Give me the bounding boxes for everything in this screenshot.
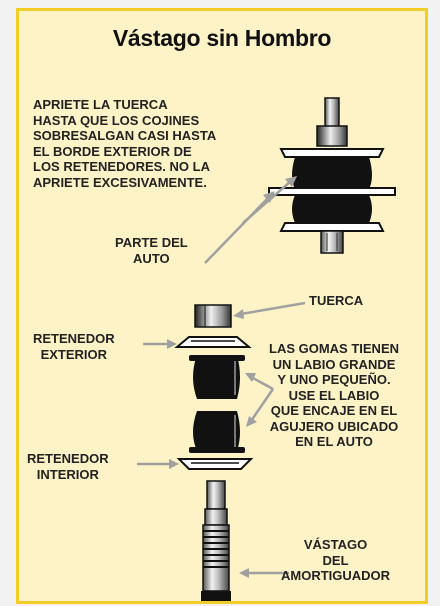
outer-retainer-part bbox=[174, 336, 252, 348]
assembled-bushing-unit bbox=[268, 97, 396, 254]
inner-retainer-part bbox=[176, 458, 254, 470]
diagram-artwork bbox=[137, 97, 396, 601]
tightening-instruction: APRIETE LA TUERCA HASTA QUE LOS COJINES … bbox=[33, 97, 217, 190]
shock-rod-label: VÁSTAGO DEL AMORTIGUADOR bbox=[281, 537, 391, 583]
nut-part bbox=[194, 304, 232, 328]
inner-retainer-label: RETENEDOR INTERIOR bbox=[27, 451, 109, 482]
nut-label: TUERCA bbox=[309, 293, 364, 308]
shock-rod-part bbox=[201, 480, 231, 601]
bushing-lip-note: LAS GOMAS TIENEN UN LABIO GRANDE Y UNO P… bbox=[269, 341, 400, 449]
lower-rubber-bushing bbox=[189, 411, 245, 453]
car-part-label: PARTE DEL AUTO bbox=[115, 235, 188, 266]
leader-arrows bbox=[137, 176, 306, 578]
outer-retainer-label: RETENEDOR EXTERIOR bbox=[33, 331, 115, 362]
diagram-title: Vástago sin Hombro bbox=[112, 25, 332, 51]
diagram-panel: Vástago sin Hombro bbox=[16, 8, 428, 604]
upper-rubber-bushing bbox=[189, 355, 245, 399]
